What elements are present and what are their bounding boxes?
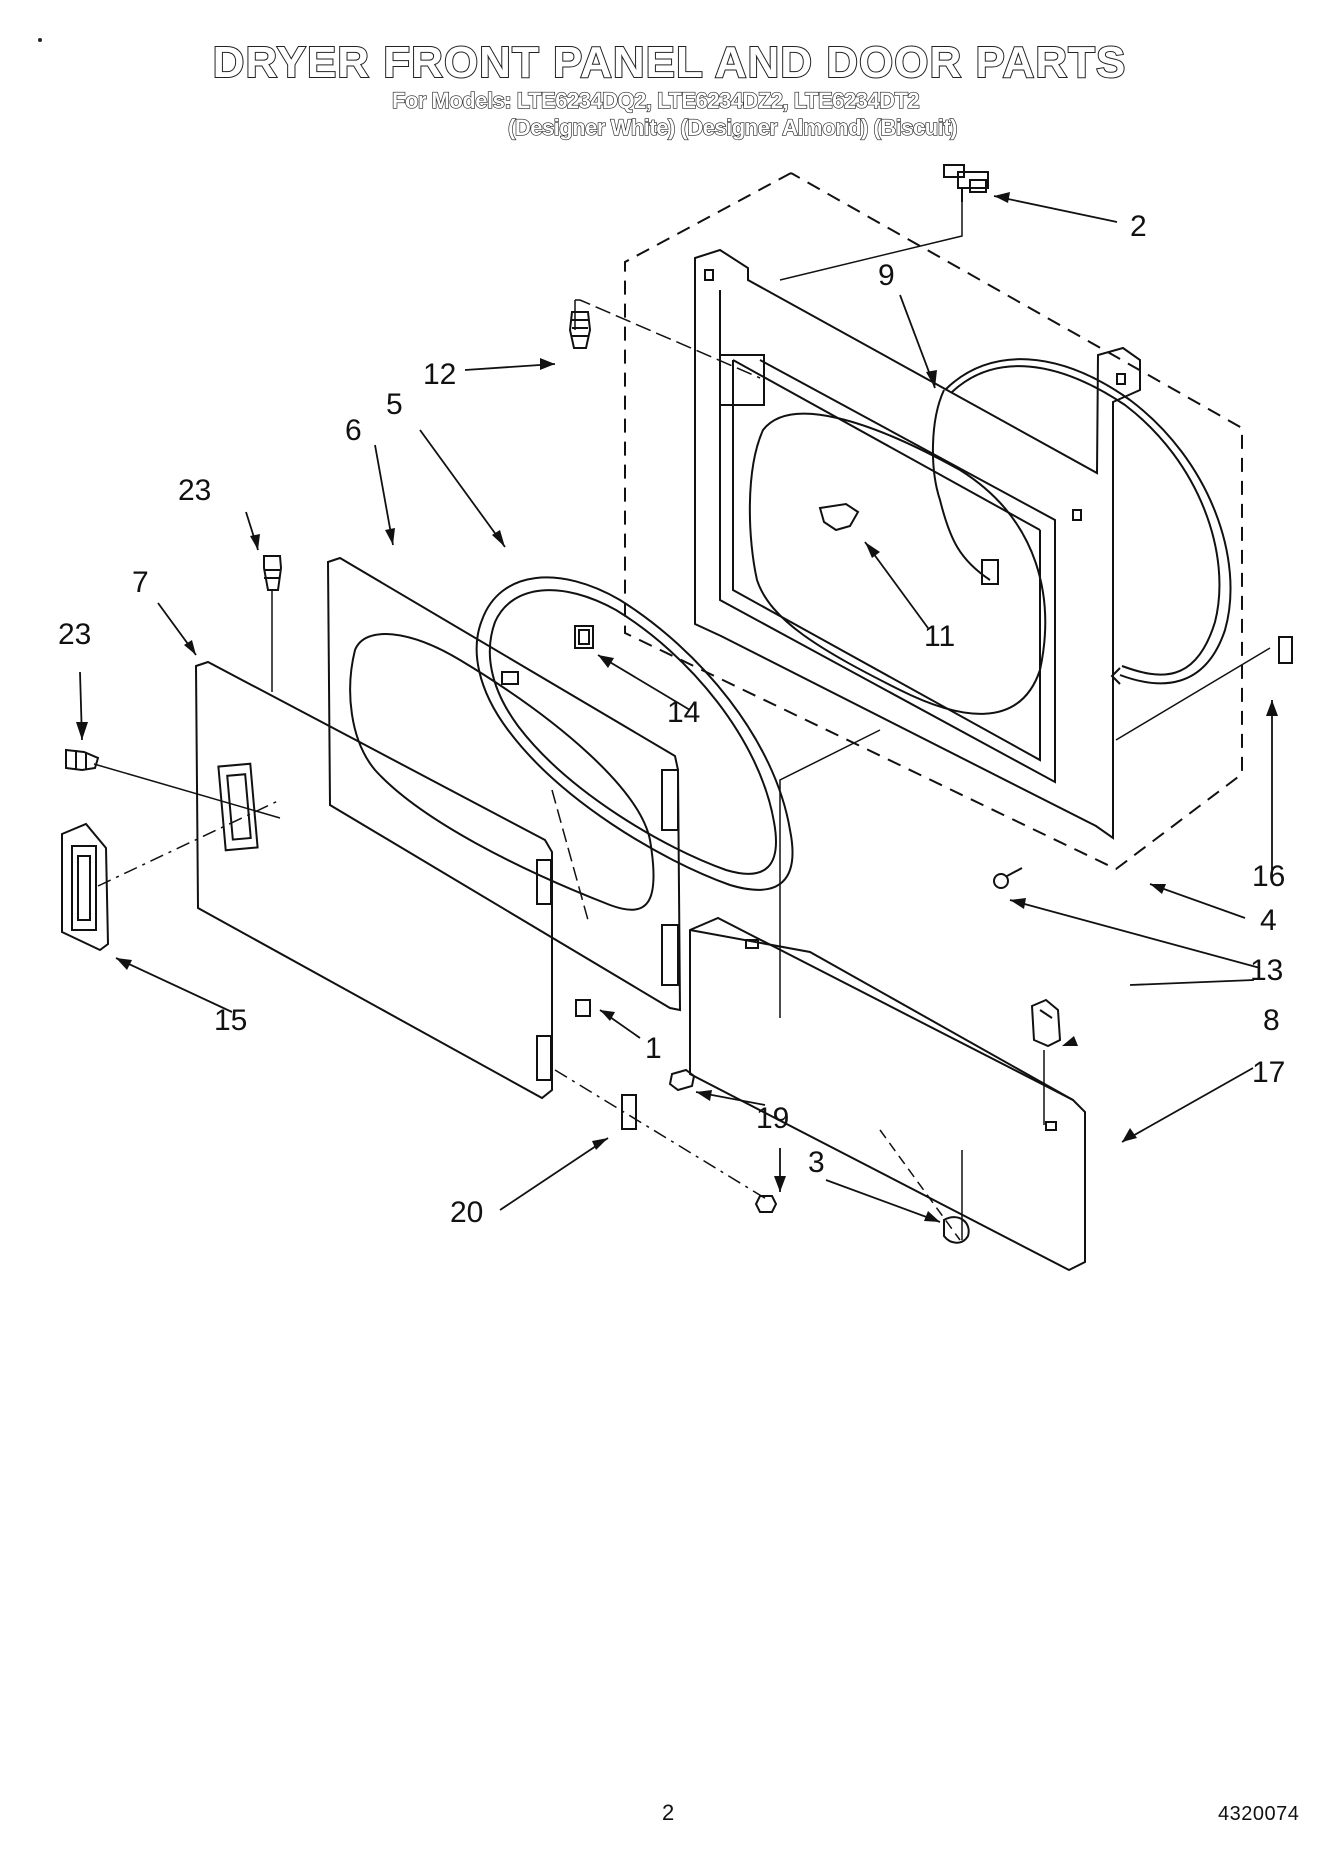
finish-list: (Designer White) (Designer Almond) (Bisc… [507,114,958,140]
part-19-screw-upper [668,1068,696,1092]
callout-6: 6 [345,414,362,447]
callout-20: 20 [450,1196,483,1229]
part-15-handle [61,822,110,952]
callout-4: 4 [1260,904,1277,937]
page-number: 2 [662,1800,675,1825]
part-8-clip [1030,998,1062,1048]
part-12-screw [568,311,592,349]
document-number: 4320074 [1218,1803,1300,1825]
part-16-bracket [1278,636,1293,664]
callout-2: 2 [1130,210,1147,243]
arrow-heads [76,192,1278,1222]
part-11-clip [818,502,860,532]
part-23-screw-upper [263,555,283,692]
callout-17: 17 [1252,1056,1285,1089]
page-mark [38,38,42,42]
callout-5: 5 [386,388,403,421]
part-6-inner-door [326,556,682,1012]
cabinet-outline [624,172,1243,871]
model-list: For Models: LTE6234DQ2, LTE6234DZ2, LTE6… [391,87,920,113]
callout-11: 11 [924,620,955,653]
page-title: DRYER FRONT PANEL AND DOOR PARTS [212,37,1127,88]
callout-15: 15 [214,1004,247,1037]
callout-7: 7 [132,566,149,599]
assembly-lines [93,202,1271,1241]
part-1-plug [575,999,591,1017]
callout-3: 3 [808,1146,825,1179]
part-5-door-gasket [475,576,794,891]
callout-12: 12 [423,358,456,391]
callout-16: 16 [1252,860,1285,893]
part-13-screw [993,867,1023,889]
part-2-switch [943,164,989,202]
part-7-outer-door [194,660,553,1100]
callout-8: 8 [1263,1004,1280,1037]
part-20-hinge [621,1094,637,1130]
part-17-toe-panel [689,916,1086,1272]
callout-1: 1 [645,1032,662,1065]
callout-19: 19 [756,1102,789,1135]
callout-23-upper: 23 [178,474,211,507]
callout-14: 14 [667,696,700,729]
front-panel [694,248,1141,840]
part-19-screw-lower [754,1195,778,1213]
part-14-catch [574,625,594,649]
callout-23-left: 23 [58,618,91,651]
callout-9: 9 [878,259,895,292]
part-3-clip [943,1216,970,1244]
front-gasket [931,358,1232,685]
callout-13: 13 [1250,954,1283,987]
part-23-screw-left [65,748,100,772]
